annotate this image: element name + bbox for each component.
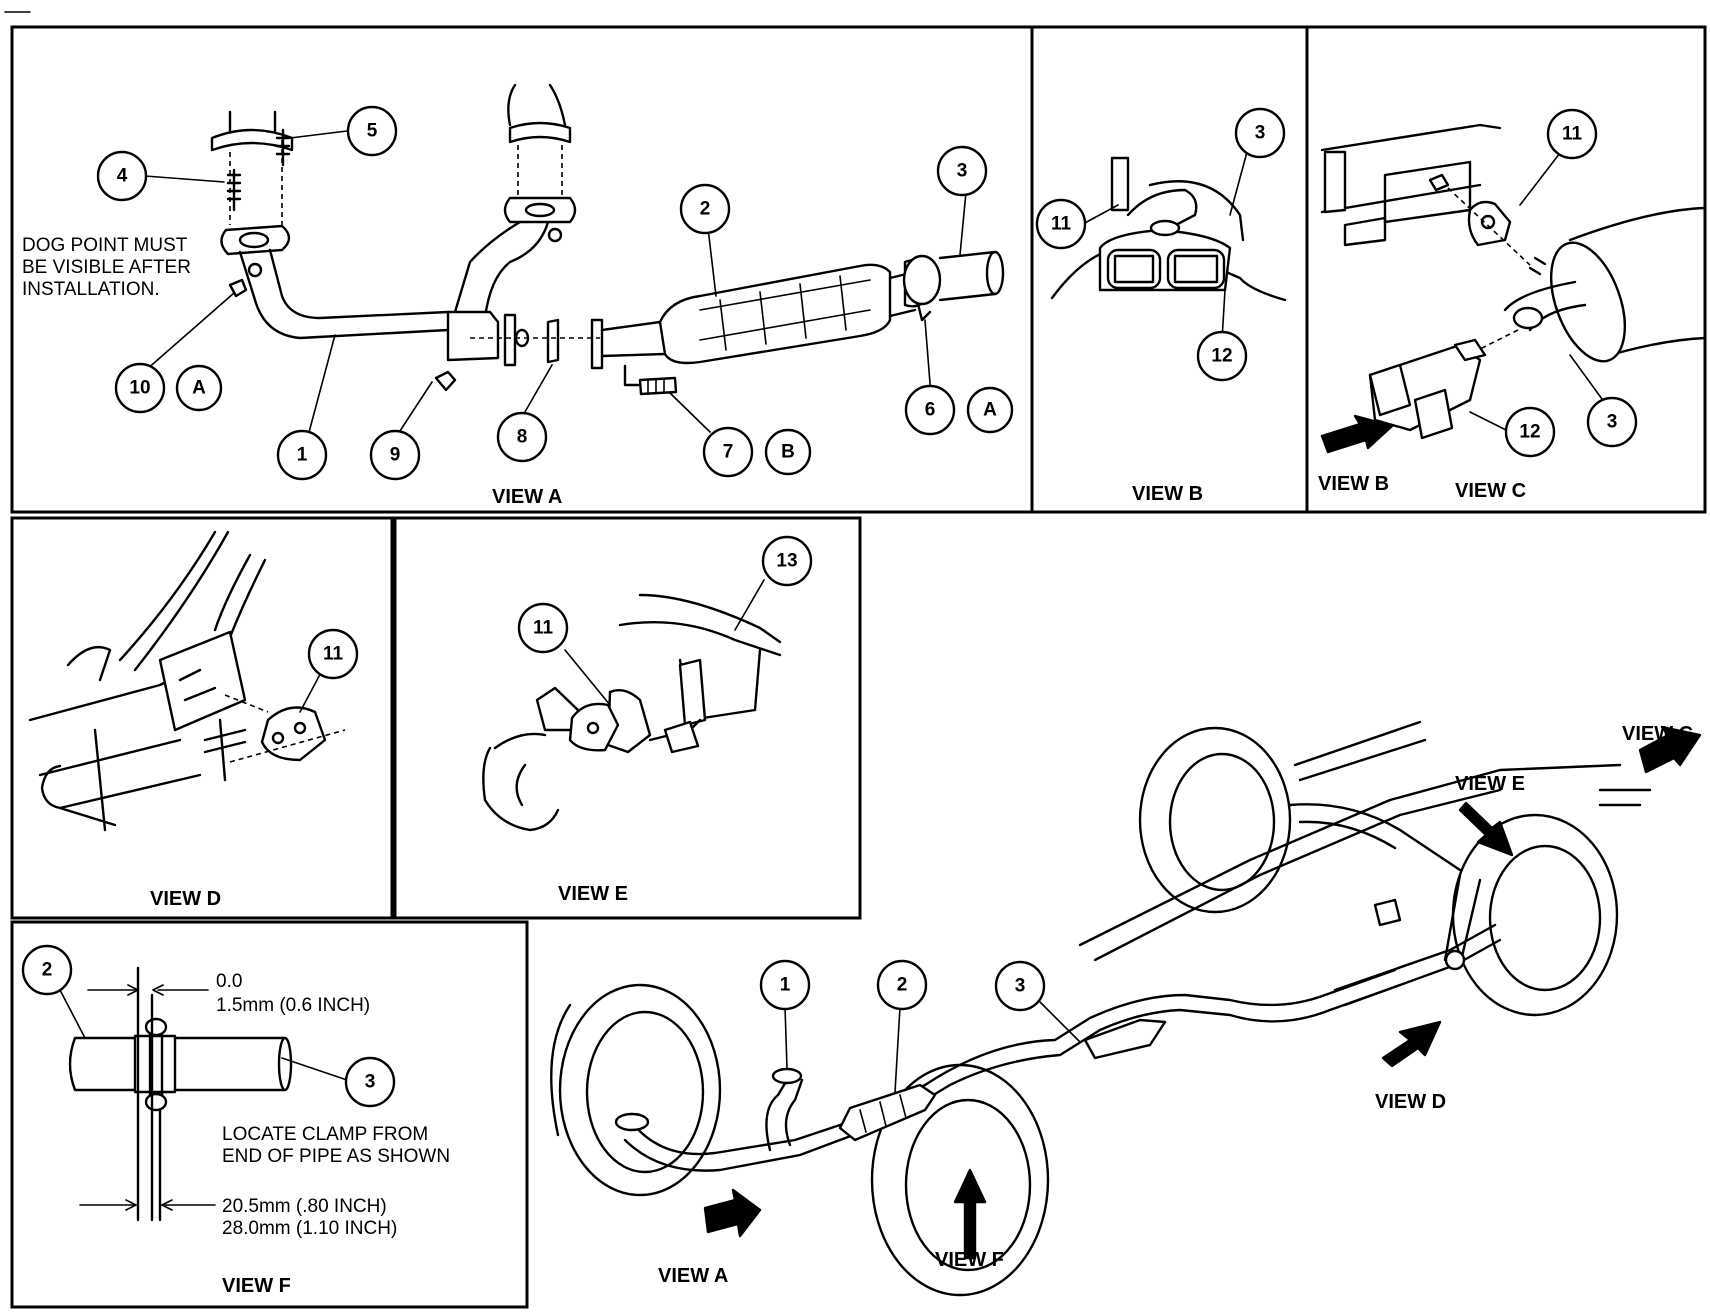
overview-view-a-label: VIEW A — [658, 1265, 728, 1287]
callout-9: 9 — [390, 445, 401, 466]
callout-letter-a-10: A — [192, 378, 206, 399]
overview-drawing — [550, 720, 1702, 1297]
panel-view-e — [393, 516, 862, 920]
view-c-title: VIEW C — [1455, 480, 1526, 502]
panel-view-d — [10, 516, 394, 920]
clamp-note-line-1: LOCATE CLAMP FROM — [222, 1124, 428, 1145]
callout-2-view-f: 2 — [42, 960, 53, 981]
dog-point-note-line-2: BE VISIBLE AFTER — [22, 257, 191, 278]
distance-dimension-line-1: 20.5mm (.80 INCH) — [222, 1196, 387, 1217]
callout-7: 7 — [723, 442, 734, 463]
gap-dimension-line-2: 1.5mm (0.6 INCH) — [216, 995, 370, 1016]
overview-view-f-label: VIEW F — [935, 1249, 1004, 1271]
dog-point-note-line-1: DOG POINT MUST — [22, 235, 188, 256]
callout-12-view-b: 12 — [1211, 346, 1232, 367]
view-f-title: VIEW F — [222, 1275, 291, 1297]
callout-3: 3 — [957, 161, 968, 182]
view-b-drawing — [1050, 151, 1287, 341]
callout-2-overview: 2 — [897, 975, 908, 996]
overview-view-e-label: VIEW E — [1455, 773, 1525, 795]
callout-1-overview: 1 — [780, 975, 791, 996]
callout-12-view-c: 12 — [1519, 422, 1540, 443]
overview-view-d-label: VIEW D — [1375, 1091, 1446, 1113]
panel-view-c — [1305, 25, 1707, 514]
callout-4: 4 — [117, 166, 128, 187]
callout-11-view-d: 11 — [323, 644, 344, 665]
callout-3-view-c: 3 — [1607, 412, 1618, 433]
distance-dimension-line-2: 28.0mm (1.10 INCH) — [222, 1218, 397, 1239]
callout-11-view-e: 11 — [533, 618, 554, 639]
view-e-title: VIEW E — [558, 883, 628, 905]
callout-2: 2 — [700, 199, 711, 220]
clamp-note-line-2: END OF PIPE AS SHOWN — [222, 1146, 450, 1167]
gap-dimension-line-1: 0.0 — [216, 971, 242, 992]
callout-letter-b: B — [781, 442, 795, 463]
callout-3-view-b: 3 — [1255, 123, 1266, 144]
callout-11-view-b: 11 — [1051, 214, 1072, 235]
view-f-drawing — [59, 966, 348, 1222]
view-e-drawing — [482, 579, 782, 832]
callout-3-view-f: 3 — [365, 1072, 376, 1093]
view-c-callouts: 11 12 3 — [1504, 108, 1638, 458]
view-a-title: VIEW A — [492, 486, 562, 508]
callout-13: 13 — [776, 551, 797, 572]
callout-6: 6 — [925, 400, 936, 421]
panel-view-f — [10, 920, 529, 1309]
callout-8: 8 — [517, 427, 528, 448]
callout-3-overview: 3 — [1015, 976, 1026, 997]
view-b-callouts: 11 3 12 — [1035, 107, 1286, 382]
view-d-drawing — [28, 530, 346, 832]
callout-10: 10 — [129, 378, 150, 399]
view-d-title: VIEW D — [150, 888, 221, 910]
view-a-drawing — [144, 83, 1005, 452]
callout-5: 5 — [367, 121, 378, 142]
callout-11-view-c: 11 — [1562, 124, 1583, 145]
overview-view-c-label: VIEW C — [1622, 723, 1693, 745]
view-c-inner-view-b-label: VIEW B — [1318, 473, 1389, 495]
dog-point-note-line-3: INSTALLATION. — [22, 279, 160, 300]
view-c-drawing — [1320, 123, 1707, 454]
view-b-title: VIEW B — [1132, 483, 1203, 505]
callout-letter-a-6: A — [983, 400, 997, 421]
callout-1: 1 — [297, 445, 308, 466]
view-a-callouts: 5 4 10 A 1 9 8 7 B 6 A 2 3 — [96, 105, 1014, 481]
